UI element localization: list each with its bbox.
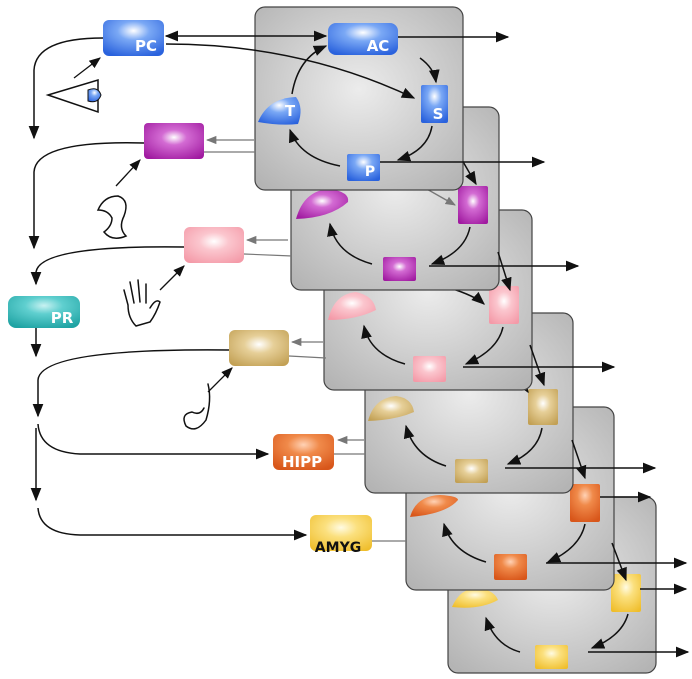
ac-label: AC (367, 37, 390, 55)
ac-node (328, 23, 398, 55)
hippocampus-p-node (494, 554, 527, 580)
eye-icon (45, 78, 102, 114)
amyg-label: AMYG (315, 540, 361, 556)
hand-icon (123, 279, 161, 327)
hippocampus-s-node (570, 484, 600, 522)
panel-visual: AC S T P (254, 6, 546, 191)
auditory-s-node (458, 186, 488, 224)
auditory-t-node (296, 189, 349, 219)
t-node (258, 97, 301, 125)
taste-t-node (368, 396, 414, 421)
s-label: S (433, 105, 444, 123)
pc-label: PC (135, 37, 157, 55)
auditory-p-node (383, 257, 416, 281)
hipp-node: HIPP (273, 434, 334, 471)
touch-s-node (489, 286, 519, 324)
pc-node: PC (103, 20, 164, 56)
s-node (421, 85, 448, 123)
amygdala-t-node (452, 588, 498, 608)
amygdala-p-node (535, 645, 568, 669)
amygdala-s-node (611, 574, 641, 612)
pr-label: PR (51, 309, 74, 327)
ear-icon (96, 195, 128, 239)
p-node (347, 154, 380, 181)
tongue-icon (183, 383, 211, 430)
hipp-label: HIPP (282, 453, 322, 471)
hippocampus-t-node (410, 495, 458, 517)
taste-p-node (455, 459, 488, 483)
touch-p-node (413, 356, 446, 382)
taste-s-node (528, 389, 558, 425)
touch-t-node (328, 292, 376, 320)
p-label: P (365, 164, 375, 180)
amyg-node: AMYG (310, 515, 372, 556)
taste-input-box (229, 330, 289, 366)
touch-input-box (184, 227, 244, 263)
pr-node: PR (8, 296, 80, 328)
auditory-input-box (144, 123, 204, 159)
t-label: T (285, 102, 296, 120)
